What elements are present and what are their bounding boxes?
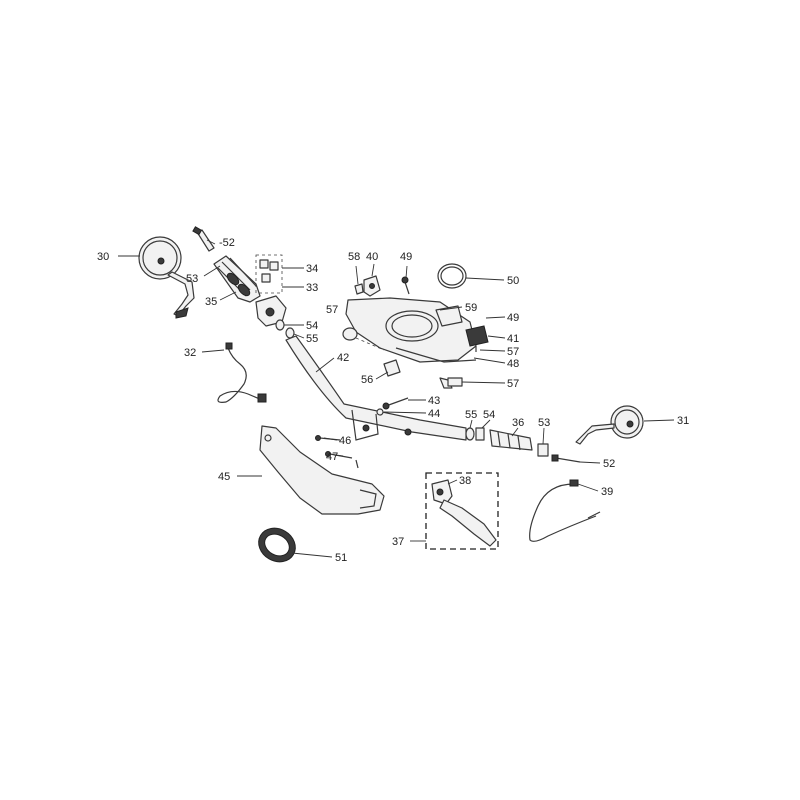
switch-bracket-right-part: [465, 325, 489, 352]
switch-housing-part: [255, 254, 287, 327]
callout-51: 51: [335, 552, 347, 564]
callout-49-top: 49: [400, 251, 412, 263]
callout-55-left: 55: [306, 333, 318, 345]
callout-56: 56: [361, 374, 373, 386]
brake-lever-assembly: [425, 472, 499, 550]
handlebar-tube-part: [285, 335, 467, 441]
callout-59: 59: [465, 302, 477, 314]
gasket-ring-part: [258, 527, 296, 563]
left-mirror-part: [138, 236, 195, 319]
callout-52-top: -52: [219, 237, 235, 249]
right-grip-parts: [465, 427, 549, 457]
leader-lines: [118, 239, 675, 558]
small-fasteners-top: [354, 275, 410, 297]
callout-39: 39: [601, 486, 613, 498]
callout-42: 42: [337, 352, 349, 364]
callout-50: 50: [507, 275, 519, 287]
lower-cover-part: [259, 425, 385, 515]
brake-cable-left-part: [217, 342, 267, 403]
callout-30: 30: [97, 251, 109, 263]
callout-33: 33: [306, 282, 318, 294]
callout-35: 35: [205, 296, 217, 308]
cable-ring-part: [437, 263, 467, 289]
callout-34: 34: [306, 263, 318, 275]
spacer-rings-left: [275, 319, 295, 339]
callout-41: 41: [507, 333, 519, 345]
callout-49-right: 49: [507, 312, 519, 324]
callout-32: 32: [184, 347, 196, 359]
callout-31: 31: [677, 415, 689, 427]
left-grip-part: [213, 255, 261, 303]
callout-57-right: 57: [507, 346, 519, 358]
callout-36: 36: [512, 417, 524, 429]
callout-54-left: 54: [306, 320, 318, 332]
callout-48: 48: [507, 358, 519, 370]
clip-part: [383, 359, 401, 377]
callout-53-left: 53: [186, 273, 198, 285]
callout-55-right: 55: [465, 409, 477, 421]
right-mirror-part: [575, 405, 644, 445]
rubber-plug-part: [342, 327, 463, 389]
callout-37: 37: [392, 536, 404, 548]
callout-44: 44: [428, 408, 440, 420]
callout-47: 47: [326, 451, 338, 463]
upper-cover-part: [345, 297, 477, 363]
callout-58: 58: [348, 251, 360, 263]
bolt-washer-part: [376, 397, 409, 416]
cable-end-part-lower: [551, 454, 581, 463]
cable-end-part-upper: [192, 226, 215, 252]
callout-labels: 30 -52 53 35 34 33 54 55 32 42 58 40 49 …: [97, 237, 689, 564]
callout-45: 45: [218, 471, 230, 483]
callout-38: 38: [459, 475, 471, 487]
callout-57-left: 57: [326, 304, 338, 316]
callout-53-right: 53: [538, 417, 550, 429]
callout-54-right: 54: [483, 409, 495, 421]
callout-43: 43: [428, 395, 440, 407]
callout-40: 40: [366, 251, 378, 263]
callout-57-lower: 57: [507, 378, 519, 390]
callout-52-right: 52: [603, 458, 615, 470]
brake-cable-right-part: [529, 479, 601, 542]
callout-46: 46: [339, 435, 351, 447]
